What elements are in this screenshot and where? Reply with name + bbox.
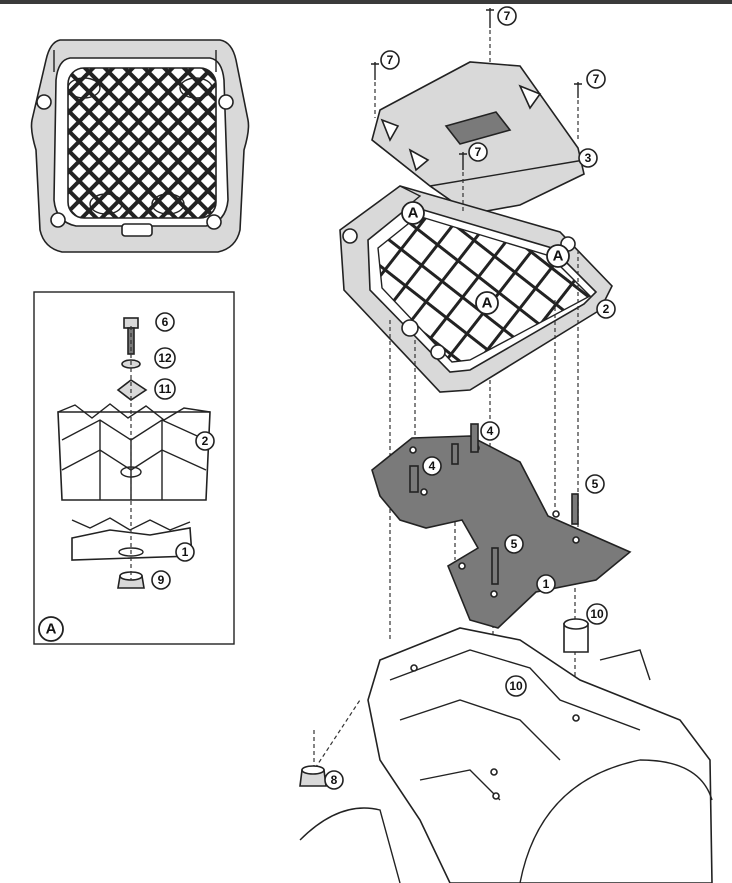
callout-detail-screw-label: 6 bbox=[162, 315, 169, 329]
callout-bolt-center: 4 bbox=[480, 421, 500, 441]
callout-spacer-left: 10 bbox=[505, 675, 527, 697]
callout-plate-label: 1 bbox=[543, 577, 550, 591]
base-part bbox=[339, 185, 613, 393]
callout-bolt-center-label: 4 bbox=[487, 424, 494, 438]
callout-detail-nut-label: 9 bbox=[158, 573, 165, 587]
mounting-plate bbox=[371, 435, 632, 629]
callout-detail-nut: 9 bbox=[151, 570, 171, 590]
callout-bolt-right-top: 5 bbox=[585, 474, 605, 494]
callout-bolt-left-label: 4 bbox=[429, 459, 436, 473]
callout-screw-left: 7 bbox=[380, 50, 400, 70]
callout-nut-bottom-label: 8 bbox=[331, 773, 338, 787]
callout-plate: 1 bbox=[536, 574, 556, 594]
callout-bolt-right-low-label: 5 bbox=[511, 537, 518, 551]
top-border-bar bbox=[0, 0, 732, 4]
callout-detail-plate: 1 bbox=[175, 542, 195, 562]
base-top-view bbox=[30, 39, 250, 253]
detail-marker-3-label: A bbox=[482, 295, 493, 312]
cover-part bbox=[371, 61, 585, 215]
callout-bolt-right-low: 5 bbox=[504, 534, 524, 554]
callout-detail-square-washer: 11 bbox=[154, 378, 176, 400]
callout-screw-top: 7 bbox=[497, 6, 517, 26]
callout-base: 2 bbox=[596, 299, 616, 319]
callout-bolt-left: 4 bbox=[422, 456, 442, 476]
detail-marker-1: A bbox=[401, 201, 425, 225]
callout-detail-base-label: 2 bbox=[202, 434, 209, 448]
plate-bolts bbox=[409, 423, 579, 585]
callout-spacer-right-label: 10 bbox=[590, 607, 604, 621]
detail-marker-2-label: A bbox=[553, 248, 564, 265]
callout-screw-plate: 7 bbox=[468, 142, 488, 162]
callout-bolt-right-top-label: 5 bbox=[592, 477, 599, 491]
callout-base-label: 2 bbox=[603, 302, 610, 316]
callout-screw-plate-label: 7 bbox=[475, 145, 482, 159]
callout-detail-washer: 12 bbox=[154, 347, 176, 369]
callout-detail-base: 2 bbox=[195, 431, 215, 451]
callout-screw-right-label: 7 bbox=[593, 72, 600, 86]
callout-detail-washer-label: 12 bbox=[158, 351, 172, 365]
detail-marker-3: A bbox=[475, 291, 499, 315]
callout-spacer-right: 10 bbox=[586, 603, 608, 625]
callout-detail-plate-label: 1 bbox=[182, 545, 189, 559]
callout-detail-square-washer-label: 11 bbox=[159, 382, 172, 396]
detail-a-frame bbox=[33, 291, 235, 645]
cover-screws bbox=[371, 8, 582, 212]
detail-a-parts bbox=[57, 317, 211, 589]
callout-screw-top-label: 7 bbox=[504, 9, 511, 23]
detail-marker-2: A bbox=[546, 244, 570, 268]
detail-a-label-text: A bbox=[46, 621, 57, 638]
bottom-nut bbox=[299, 765, 327, 787]
callout-screw-right: 7 bbox=[586, 69, 606, 89]
callout-cover: 3 bbox=[578, 148, 598, 168]
callout-spacer-left-label: 10 bbox=[509, 679, 523, 693]
detail-marker-1-label: A bbox=[408, 205, 419, 222]
callout-cover-label: 3 bbox=[585, 151, 592, 165]
callout-screw-left-label: 7 bbox=[387, 53, 394, 67]
detail-a-label: A bbox=[38, 616, 64, 642]
callout-detail-screw: 6 bbox=[155, 312, 175, 332]
callout-nut-bottom: 8 bbox=[324, 770, 344, 790]
motorcycle-frame bbox=[299, 627, 713, 883]
